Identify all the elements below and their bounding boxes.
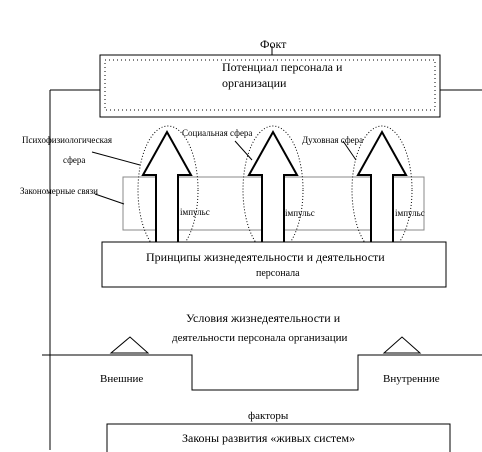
sphere-ellipse-social <box>242 125 304 255</box>
triangle-right <box>382 336 422 354</box>
triangle-left <box>109 336 150 354</box>
laws-box-label: Законы развития «живых систем» <box>182 431 356 445</box>
potential-box-dotted-inner <box>104 59 436 111</box>
sphere-label-psycho-line1: Психофизиологическая <box>22 135 112 145</box>
principles-line1: Принципы жизнедеятельности и деятельност… <box>146 250 385 264</box>
conditions-line2: деятельности персонала организации <box>172 332 348 344</box>
factors-step-line <box>42 354 482 391</box>
sphere-ellipse-spiritual <box>351 125 413 255</box>
potential-box <box>99 54 441 118</box>
leader-psycho <box>91 151 141 166</box>
arrow-up-1 <box>141 129 193 244</box>
leader-spiritual <box>342 140 357 161</box>
principles-box <box>101 241 447 288</box>
arrow-label-3: імпульс <box>395 208 425 218</box>
laws-box <box>106 423 451 452</box>
internal-label: Внутренние <box>383 373 440 385</box>
external-label: Внешние <box>100 373 144 385</box>
regularities-label: Закономерные связи <box>20 186 98 196</box>
arrow-up-3 <box>356 129 408 244</box>
sphere-label-spiritual: Духовная сфера <box>302 135 364 145</box>
sphere-label-psycho-line2: сфера <box>63 155 86 165</box>
sphere-ellipse-psycho <box>137 125 199 255</box>
potential-line2: организации <box>222 76 287 90</box>
top-label: Фокт <box>260 37 287 51</box>
conditions-line1: Условия жизнедеятельности и <box>186 311 341 325</box>
arrow-label-2: імпульс <box>285 208 315 218</box>
leader-regularities <box>94 193 125 205</box>
potential-line1: Потенциал персонала и <box>222 60 343 74</box>
sphere-label-social: Социальная сфера <box>182 128 253 138</box>
arrow-up-2 <box>247 129 299 244</box>
factors-label: факторы <box>248 410 289 422</box>
principles-line2: персонала <box>256 268 300 279</box>
leader-social <box>234 140 253 161</box>
arrow-label-1: імпульс <box>180 207 210 217</box>
